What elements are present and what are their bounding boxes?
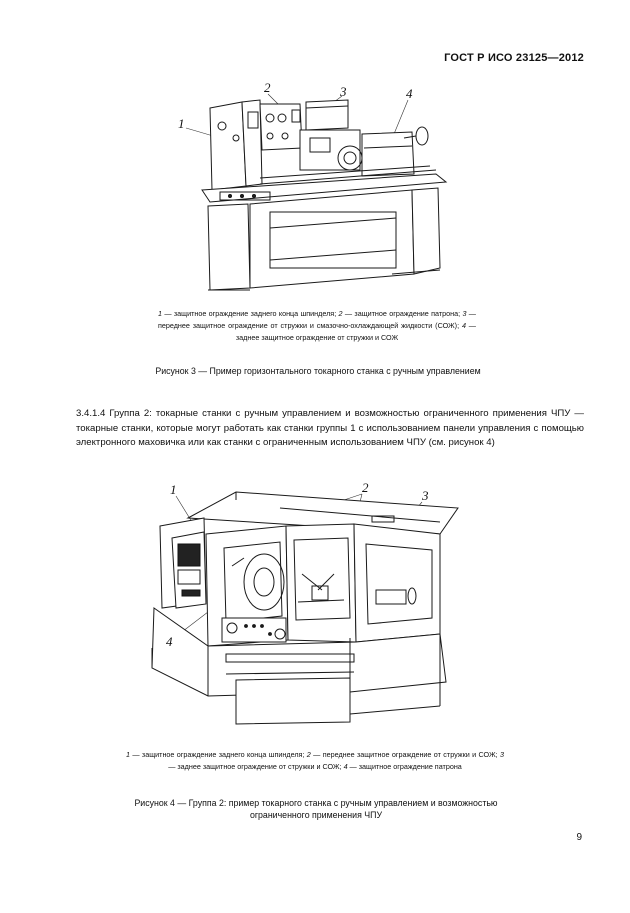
fig3-callout-3: 3 <box>340 84 347 99</box>
figure-3-legend: 1 — защитное ограждение заднего конца шп… <box>158 308 476 344</box>
figure-3-caption: Рисунок 3 — Пример горизонтального токар… <box>155 366 481 376</box>
fig3-legend-num-4: 4 <box>461 321 466 330</box>
figure-4-caption: Рисунок 4 — Группа 2: пример токарного с… <box>134 798 498 820</box>
fig3-legend-text-2: — защитное ограждение патрона; <box>342 309 463 318</box>
figure-4-legend: 1 — защитное ограждение заднего конца шп… <box>126 749 504 773</box>
fig4-legend-num-3: 3 <box>500 750 504 759</box>
fig4-callout-1: 1 <box>170 482 177 497</box>
fig4-legend-num-4: 4 <box>343 762 348 771</box>
fig3-legend-text-3: — переднее защитное ограждение от стружк… <box>158 309 476 330</box>
fig4-legend-num-1: 1 <box>126 750 130 759</box>
fig4-legend-text-1: — защитное ограждение заднего конца шпин… <box>130 750 307 759</box>
section-3-4-1-4-paragraph: 3.4.1.4 Группа 2: токарные станки с ручн… <box>76 408 584 448</box>
fig3-legend-num-1: 1 <box>158 309 162 318</box>
enclosed-lathe-illustration <box>151 491 459 725</box>
fig3-legend-text-4: — заднее защитное ограждение от стружки … <box>235 321 476 342</box>
lathe-illustration <box>185 93 448 291</box>
fig4-legend-text-2: — переднее защитное ограждение от стружк… <box>310 750 500 759</box>
standard-header: ГОСТ Р ИСО 23125—2012 <box>444 52 584 64</box>
fig3-legend-text-1: — защитное ограждение заднего конца шпин… <box>162 309 339 318</box>
figure-4-lathe-drawing: 1 2 3 4 <box>140 478 480 746</box>
fig3-callout-2: 2 <box>264 80 271 95</box>
fig4-callout-3: 3 <box>422 488 429 503</box>
fig3-legend-num-2: 2 <box>338 309 343 318</box>
fig3-callout-4: 4 <box>406 86 413 101</box>
page-number: 9 <box>576 832 582 843</box>
fig3-legend-num-3: 3 <box>462 309 467 318</box>
figure-3-lathe-drawing: 1 2 3 4 <box>150 78 470 300</box>
fig4-callout-4: 4 <box>166 634 173 649</box>
fig3-callout-1: 1 <box>178 116 185 131</box>
fig4-legend-text-4: — защитное ограждение патрона <box>347 762 462 771</box>
fig4-legend-num-2: 2 <box>306 750 311 759</box>
fig4-callout-2: 2 <box>362 480 369 495</box>
fig4-legend-text-3: — заднее защитное ограждение от стружки … <box>168 762 344 771</box>
